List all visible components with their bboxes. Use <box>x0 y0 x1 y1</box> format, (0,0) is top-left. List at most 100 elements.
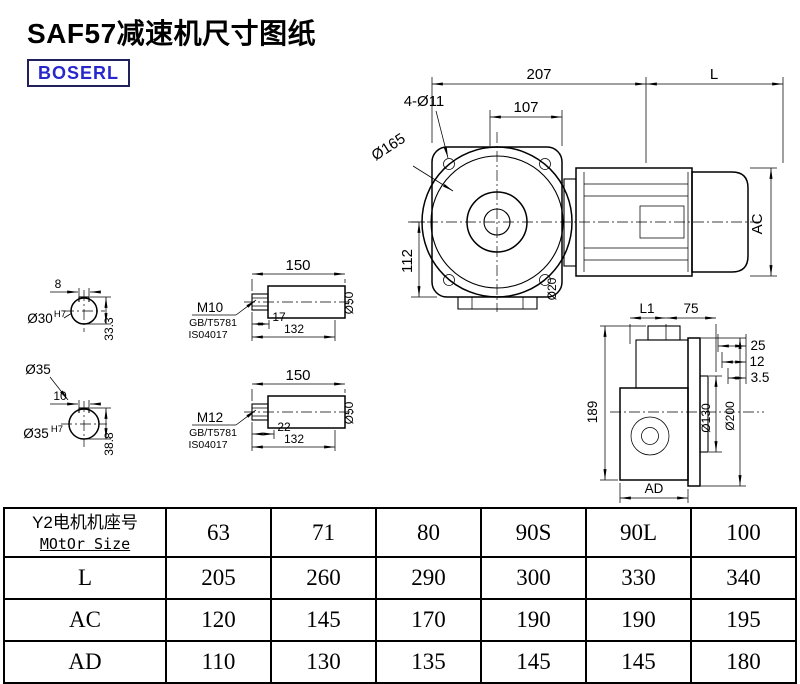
side-bore-circle <box>641 427 659 445</box>
dim-bore: Ø35 <box>23 426 49 441</box>
value-AD-90S: 145 <box>480 640 587 684</box>
dim-3-5: 3.5 <box>751 370 770 385</box>
value-AC-100: 195 <box>690 598 797 642</box>
dim-L1: L1 <box>639 301 654 316</box>
motor-size-header-cell: Y2电机机座号 MOtOr Size <box>3 507 167 558</box>
input-step <box>647 325 681 341</box>
motor-size-80: 80 <box>375 507 482 558</box>
table-row-L: L 205 260 290 300 330 340 <box>3 556 797 600</box>
value-AD-71: 130 <box>270 640 377 684</box>
bolt-hole <box>539 274 551 286</box>
leader-thread <box>235 299 257 316</box>
table-row-motor-size: Y2电机机座号 MOtOr Size 63 71 80 90S 90L 100 <box>3 507 797 558</box>
fan-cover <box>691 171 749 273</box>
dim-key-width: 10 <box>53 389 67 403</box>
motor-core <box>639 205 685 239</box>
front-view: 207 L 107 4-Ø11 Ø165 112 AC Ø20 <box>369 66 784 312</box>
dim-17: 17 <box>272 310 286 324</box>
row-label-L: L <box>3 556 167 600</box>
dim-75: 75 <box>683 301 698 316</box>
motor-size-63: 63 <box>165 507 272 558</box>
bottom-bracket <box>457 297 538 310</box>
dim-key-width: 8 <box>55 277 62 291</box>
value-L-90L: 330 <box>585 556 692 600</box>
brand-text: BOSERL <box>38 63 120 83</box>
dim-bore-tolerance: H7 <box>54 309 66 320</box>
value-L-71: 260 <box>270 556 377 600</box>
dim-107: 107 <box>513 99 538 116</box>
motor-size-71: 71 <box>270 507 377 558</box>
brand-logo: BOSERL <box>27 59 131 87</box>
label-flange-dia: Ø165 <box>369 130 409 164</box>
label-bolt-holes: 4-Ø11 <box>404 93 445 110</box>
dim-150: 150 <box>285 367 310 384</box>
dim-AC: AC <box>749 213 766 234</box>
dim-130: Ø130 <box>699 403 713 433</box>
motor-size-100: 100 <box>690 507 797 558</box>
dim-key-height: 33.3 <box>102 317 116 341</box>
dim-50: Ø50 <box>342 401 356 424</box>
dim-12: 12 <box>749 354 764 369</box>
dim-25: 25 <box>750 338 765 353</box>
side-view: L1 75 25 12 3.5 189 Ø130 Ø200 AD <box>585 301 769 503</box>
page-title: SAF57减速机尺寸图纸 <box>27 18 317 49</box>
shaft-section-2: 150 22 132 Ø50 M12 GB/T5781 IS04017 <box>188 367 356 451</box>
dim-AD: AD <box>645 481 664 496</box>
dimension-drawing: 207 L 107 4-Ø11 Ø165 112 AC Ø20 L <box>23 66 784 503</box>
dim-key-height: 38.8 <box>102 432 116 456</box>
gear-housing <box>619 387 689 481</box>
shaft-end-2: 10 Ø35 H7 38.8 <box>23 389 116 456</box>
label-standard-iso: IS04017 <box>188 329 227 341</box>
bolt-hole <box>539 158 551 170</box>
value-AD-100: 180 <box>690 640 797 684</box>
dim-outer: Ø35 <box>25 362 51 377</box>
motor-size-label-en: MOtOr Size <box>39 534 131 553</box>
dimension-table: Y2电机机座号 MOtOr Size 63 71 80 90S 90L 100 … <box>3 507 797 684</box>
row-label-AD: AD <box>3 640 167 684</box>
dim-L: L <box>710 66 718 83</box>
motor-size-90L: 90L <box>585 507 692 558</box>
label-thread: M12 <box>197 410 223 425</box>
bolt-hole <box>443 158 455 170</box>
dim-22: 22 <box>277 420 291 434</box>
value-L-80: 290 <box>375 556 482 600</box>
leader-flange-dia <box>412 165 454 192</box>
label-standard-gb: GB/T5781 <box>189 317 237 329</box>
dim-150: 150 <box>285 257 310 274</box>
value-AD-90L: 145 <box>585 640 692 684</box>
label-shaft-dia: Ø20 <box>545 277 559 300</box>
motor-size-90S: 90S <box>480 507 587 558</box>
label-standard-gb: GB/T5781 <box>189 427 237 439</box>
label-standard-iso: IS04017 <box>188 439 227 451</box>
dim-112: 112 <box>399 249 416 273</box>
value-AC-90L: 190 <box>585 598 692 642</box>
value-AC-80: 170 <box>375 598 482 642</box>
dim-bore-tolerance: H7 <box>51 424 63 435</box>
value-L-90S: 300 <box>480 556 587 600</box>
value-AC-63: 120 <box>165 598 272 642</box>
bolt-hole <box>443 274 455 286</box>
shaft-end-1: 8 Ø30 H7 33.3 Ø35 <box>25 277 116 401</box>
dim-50: Ø50 <box>342 291 356 314</box>
flange-spigot <box>699 375 709 453</box>
input-housing <box>635 339 689 389</box>
value-L-63: 205 <box>165 556 272 600</box>
dim-189: 189 <box>585 401 600 424</box>
dim-bore: Ø30 <box>27 311 53 326</box>
dim-132: 132 <box>284 432 304 446</box>
leader-bolt-holes <box>435 110 449 159</box>
dim-200: Ø200 <box>723 401 737 431</box>
table-row-AC: AC 120 145 170 190 190 195 <box>3 598 797 642</box>
leader-outer <box>49 376 69 401</box>
side-boss-circle <box>630 416 670 456</box>
value-AD-63: 110 <box>165 640 272 684</box>
value-AC-90S: 190 <box>480 598 587 642</box>
motor-size-label-cn: Y2电机机座号 <box>32 512 138 532</box>
dim-132: 132 <box>284 322 304 336</box>
leader-thread <box>235 409 257 426</box>
value-L-100: 340 <box>690 556 797 600</box>
value-AD-80: 135 <box>375 640 482 684</box>
label-thread: M10 <box>197 300 223 315</box>
table-row-AD: AD 110 130 135 145 145 180 <box>3 640 797 684</box>
value-AC-71: 145 <box>270 598 377 642</box>
